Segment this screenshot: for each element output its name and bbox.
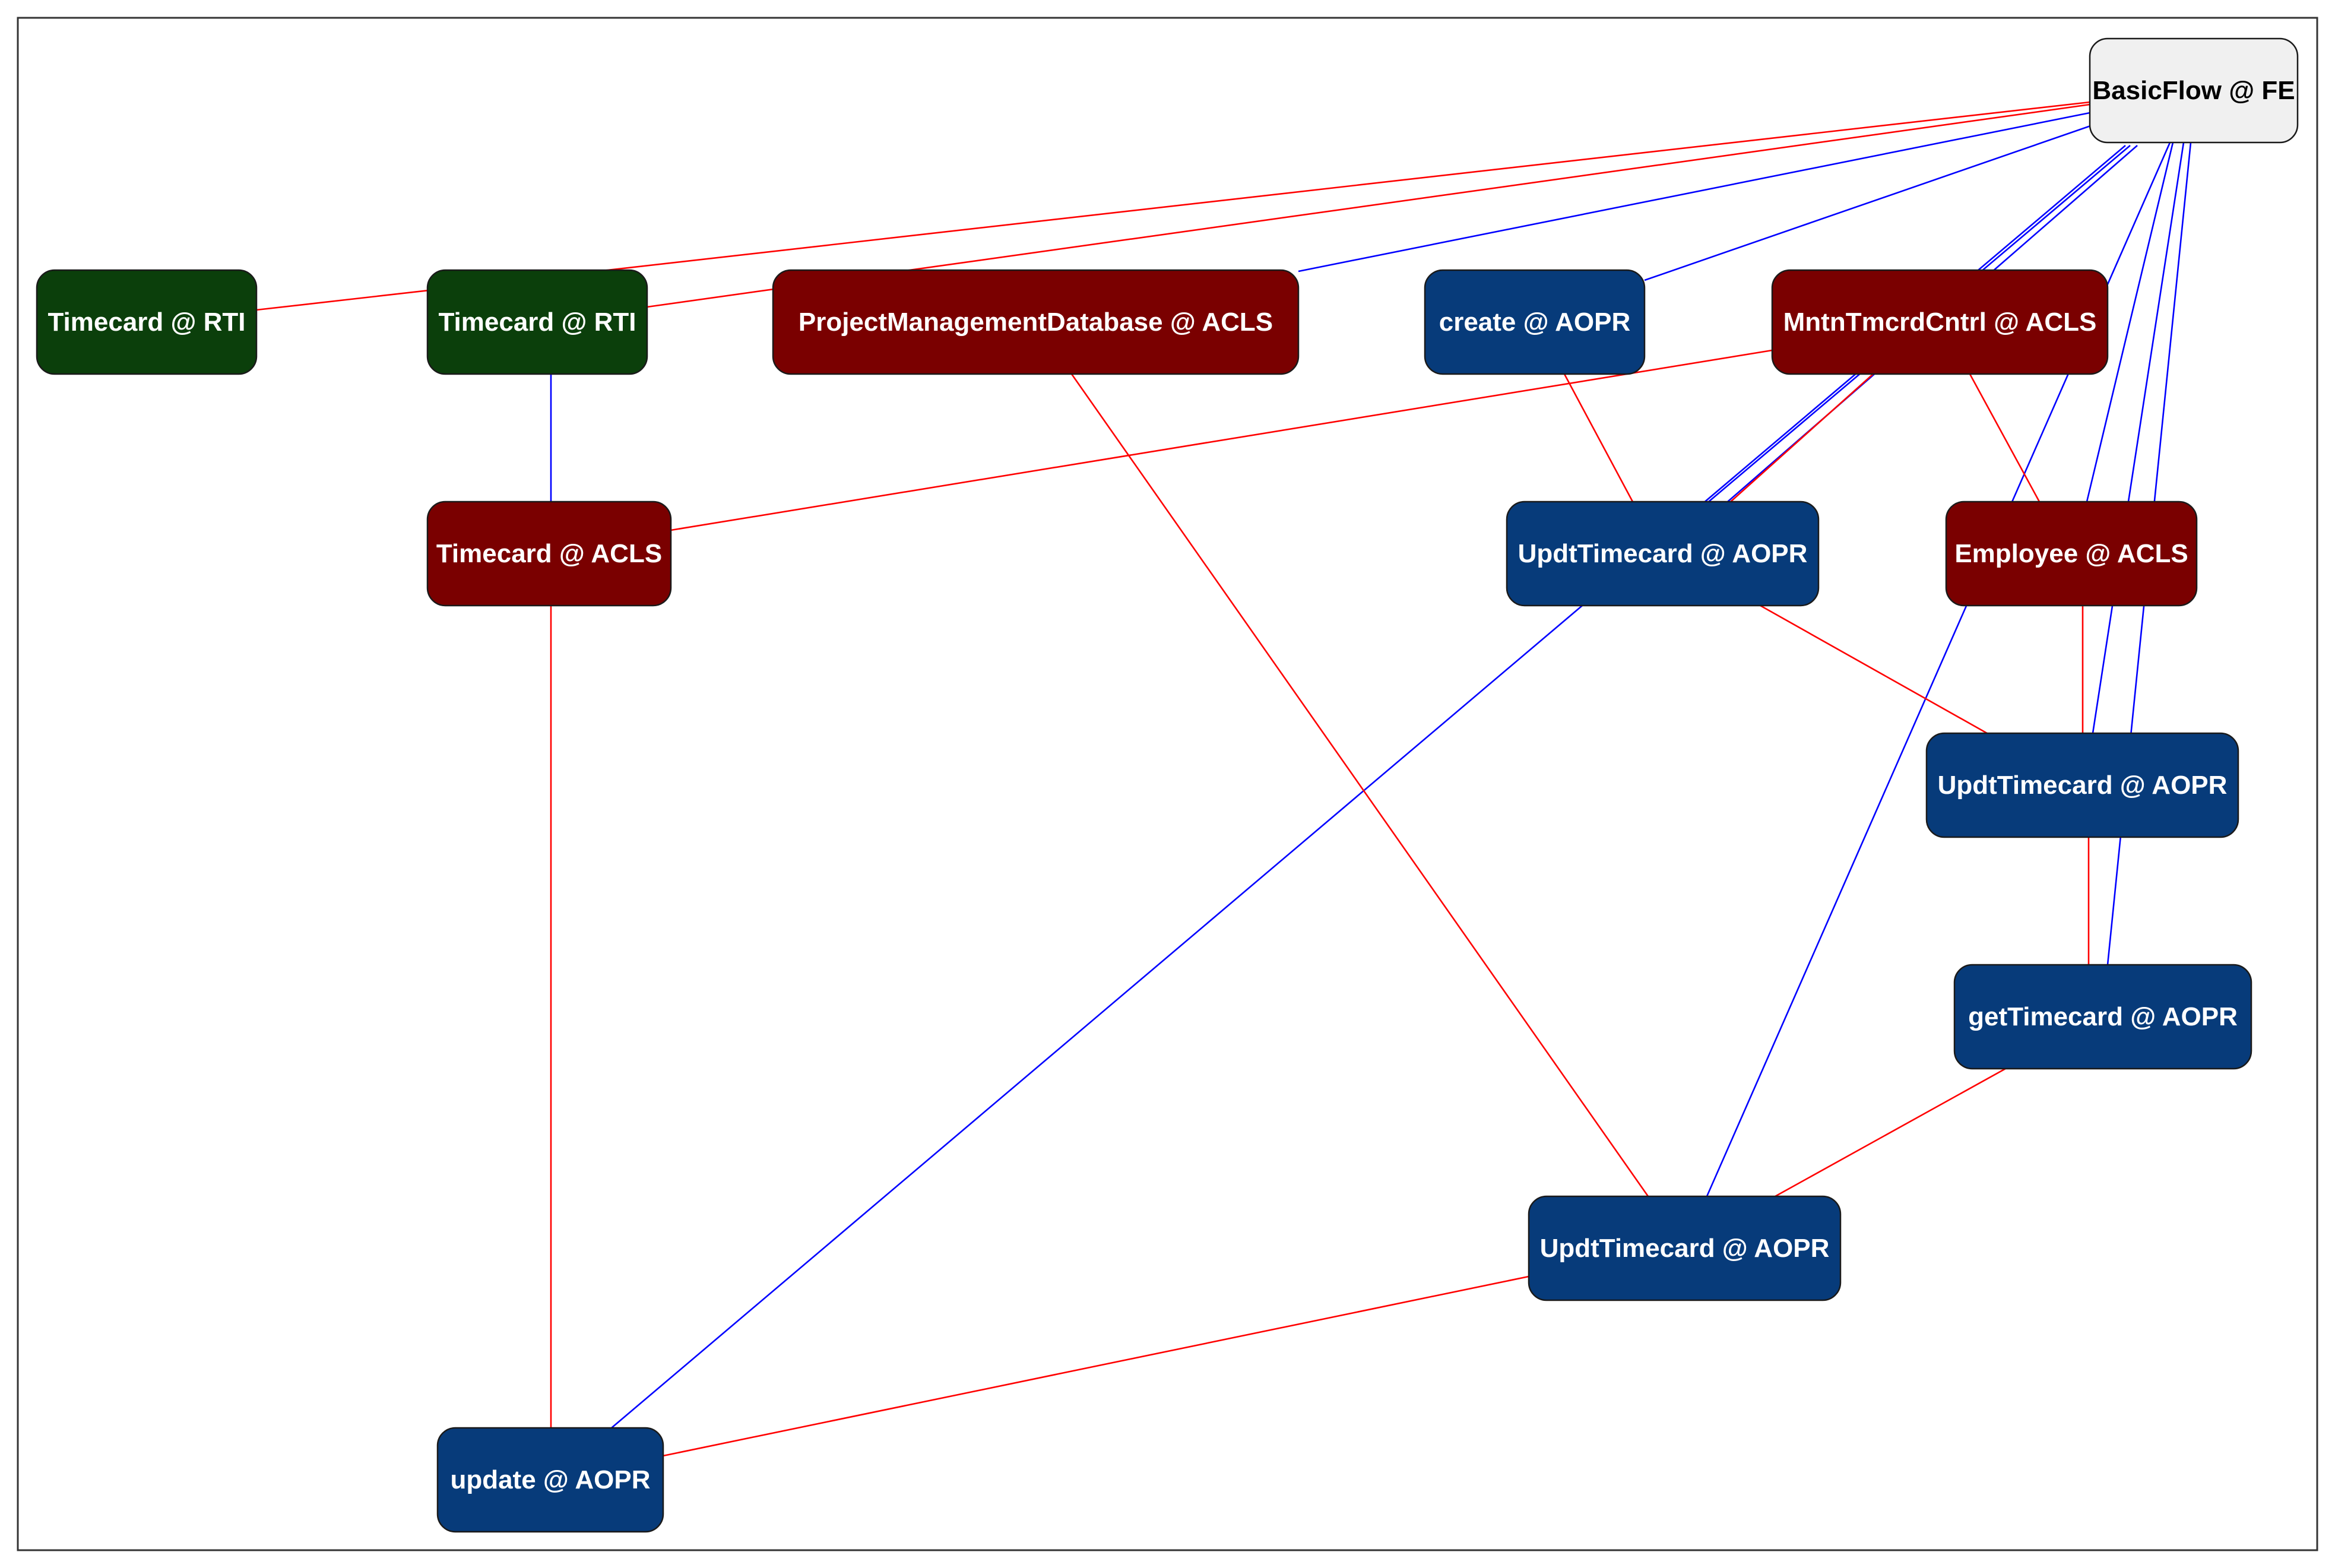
- edge-mntntmcrdcntrl_acls-to-employee_acls: [1969, 373, 2041, 502]
- node-box: [1528, 1195, 1842, 1301]
- node-create-aopr[interactable]: create @ AOPR: [1424, 269, 1646, 375]
- edge-gettimecard_aopr-to-updttimecard_aopr_3: [1775, 1067, 2006, 1198]
- nodes-layer: BasicFlow @ FE Timecard @ RTI Timecard @ R…: [36, 37, 2299, 1533]
- node-label: UpdtTimecard @ AOPR: [1938, 771, 2228, 800]
- node-box: [426, 269, 648, 375]
- node-label: create @ AOPR: [1439, 308, 1631, 337]
- node-gettimecard-aopr[interactable]: getTimecard @ AOPR: [1953, 964, 2252, 1070]
- node-box: [1945, 501, 2198, 607]
- node-timecard-acls[interactable]: Timecard @ ACLS: [426, 501, 672, 607]
- node-updttimecard-aopr-2[interactable]: UpdtTimecard @ AOPR: [1925, 732, 2239, 838]
- node-box: [36, 269, 258, 375]
- node-box: [2089, 37, 2299, 144]
- edge-create_aopr-to-updttimecard_aopr_1: [1563, 373, 1634, 502]
- node-updttimecard-aopr-3[interactable]: UpdtTimecard @ AOPR: [1528, 1195, 1842, 1301]
- node-label: update @ AOPR: [450, 1465, 650, 1494]
- node-label: UpdtTimecard @ AOPR: [1540, 1234, 1830, 1263]
- node-basicflow-fe[interactable]: BasicFlow @ FE: [2089, 37, 2299, 144]
- edge-basicflow_fe-to-pm_database_acls: [1298, 112, 2090, 273]
- node-label: MntnTmcrdCntrl @ ACLS: [1783, 308, 2097, 337]
- node-box: [1771, 269, 2109, 375]
- edge-mntntmcrdcntrl_acls-to-updttimecard_aopr_1: [1730, 373, 1874, 502]
- node-label: BasicFlow @ FE: [2092, 76, 2295, 105]
- node-timecard-rti-1[interactable]: Timecard @ RTI: [36, 269, 258, 375]
- node-employee-acls[interactable]: Employee @ ACLS: [1945, 501, 2198, 607]
- node-label: Timecard @ RTI: [47, 308, 245, 337]
- node-label: Timecard @ ACLS: [436, 539, 662, 568]
- node-box: [772, 269, 1300, 375]
- edge-updttimecard_aopr_3-to-update_aopr: [663, 1275, 1529, 1457]
- node-label: getTimecard @ AOPR: [1968, 1002, 2238, 1031]
- edge-mntntmcrdcntrl_acls-to-timecard_acls: [670, 349, 1773, 531]
- edge-updttimecard_aopr_1-to-updttimecard_aopr_2: [1760, 604, 1988, 734]
- node-pm-database-acls[interactable]: ProjectManagementDatabase @ ACLS: [772, 269, 1300, 375]
- edge-pm_database_acls-to-updttimecard_aopr_3: [1070, 373, 1649, 1197]
- node-box: [436, 1427, 664, 1533]
- node-box: [426, 501, 672, 607]
- node-label: UpdtTimecard @ AOPR: [1518, 539, 1808, 568]
- node-box: [1506, 501, 1820, 607]
- edge-basicflow_fe-to-employee_acls: [2086, 142, 2174, 502]
- node-box: [1925, 732, 2239, 838]
- node-timecard-rti-2[interactable]: Timecard @ RTI: [426, 269, 648, 375]
- edge-basicflow_fe-to-create_aopr: [1644, 123, 2095, 281]
- edge-basicflow_fe-to-updttimecard_aopr_2: [2092, 142, 2185, 734]
- diagram-frame: [17, 17, 2318, 1551]
- node-box: [1424, 269, 1646, 375]
- node-updttimecard-aopr-1[interactable]: UpdtTimecard @ AOPR: [1506, 501, 1820, 607]
- node-label: Timecard @ RTI: [438, 308, 636, 337]
- node-label: Employee @ ACLS: [1954, 539, 2188, 568]
- node-update-aopr[interactable]: update @ AOPR: [436, 1427, 664, 1533]
- node-box: [1953, 964, 2252, 1070]
- node-label: ProjectManagementDatabase @ ACLS: [799, 308, 1273, 337]
- node-mntntmcrdcntrl-acls[interactable]: MntnTmcrdCntrl @ ACLS: [1771, 269, 2109, 375]
